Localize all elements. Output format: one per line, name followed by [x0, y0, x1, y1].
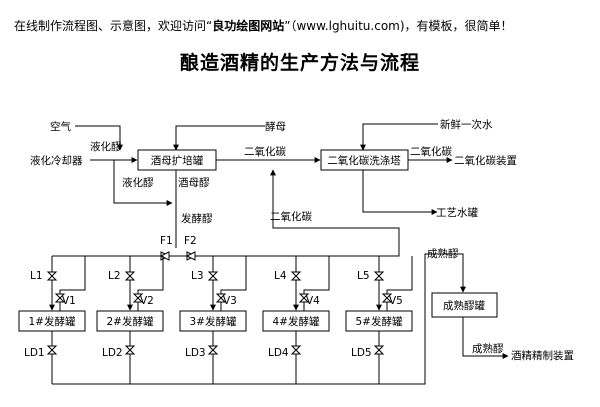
label-liquefied-mash-1: 液化醪 — [90, 140, 122, 153]
co2-tower-box — [320, 149, 409, 171]
discharge-header — [52, 253, 466, 385]
flow-fresh-water-line — [360, 123, 438, 151]
label-v1: V1 — [62, 295, 76, 307]
banner-site-name[interactable]: 良功绘图网站 — [212, 19, 285, 33]
label-co2-device: 二氧化碳装置 — [454, 154, 517, 167]
valve-f1[interactable] — [159, 251, 171, 261]
label-v5: V5 — [389, 295, 403, 307]
flow-liquefied-mash-branch — [113, 160, 173, 206]
label-fermenting-mash: 发酵醪 — [181, 212, 213, 225]
label-l2: L2 — [108, 270, 121, 282]
yeast-tank-box — [137, 149, 217, 171]
flow-air-line — [75, 125, 123, 151]
label-process-water-tank: 工艺水罐 — [436, 206, 478, 219]
valve-f2[interactable] — [185, 251, 197, 261]
label-liquefied-mash-2: 液化醪 — [122, 176, 154, 189]
valve-ld3[interactable] — [207, 345, 219, 355]
label-fresh-water: 新鲜一次水 — [440, 118, 493, 131]
flow-yeast-line — [173, 125, 265, 151]
valve-l1[interactable] — [46, 271, 58, 281]
label-mature-mash-out: 成熟醪 — [472, 342, 504, 355]
banner-prefix: 在线制作流程图、示意图，欢迎访问“ — [14, 19, 213, 33]
valve-ld2[interactable] — [124, 345, 136, 355]
label-co2-mid: 二氧化碳 — [270, 210, 312, 223]
valve-v3[interactable] — [215, 293, 227, 303]
flow-refining-line — [462, 316, 509, 359]
label-mature-mash-top: 成熟醪 — [427, 247, 459, 260]
label-v2: V2 — [140, 295, 154, 307]
valve-v2[interactable] — [132, 293, 144, 303]
banner-suffix: ”（www.lghuitu.com)，有模板，很简单！ — [284, 19, 513, 33]
label-ld2: LD2 — [102, 347, 123, 359]
label-v4: V4 — [306, 295, 320, 307]
valve-ld1[interactable] — [46, 345, 58, 355]
valve-ld5[interactable] — [373, 345, 385, 355]
valve-v1[interactable] — [54, 293, 66, 303]
yeast-tank-label: 酒母扩培罐 — [151, 154, 204, 167]
valve-l5[interactable] — [373, 271, 385, 281]
label-l3: L3 — [191, 270, 204, 282]
co2-tower-label: 二氧化碳洗涤塔 — [327, 154, 401, 167]
mature-tank-box — [431, 292, 498, 318]
label-yeast: 酵母 — [265, 121, 286, 133]
valve-l4[interactable] — [290, 271, 302, 281]
fermenter-label-2: 2#发酵罐 — [107, 315, 154, 328]
label-ld1: LD1 — [24, 347, 45, 359]
label-yeast-mash: 酒母醪 — [178, 176, 210, 189]
label-ld5: LD5 — [351, 347, 372, 359]
label-v3: V3 — [223, 295, 237, 307]
promo-banner: 在线制作流程图、示意图，欢迎访问“良功绘图网站”（www.lghuitu.com… — [14, 17, 513, 34]
valve-ld4[interactable] — [290, 345, 302, 355]
fermenter-label-5: 5#发酵罐 — [356, 315, 403, 328]
label-l5: L5 — [357, 270, 370, 282]
label-co2-out: 二氧化碳 — [410, 145, 452, 158]
label-l1: L1 — [30, 270, 43, 282]
label-co2-top: 二氧化碳 — [244, 145, 286, 158]
valve-l2[interactable] — [124, 271, 136, 281]
valve-v4[interactable] — [298, 293, 310, 303]
flow-co2-collection-line — [270, 169, 400, 257]
mature-tank-label: 成熟醪罐 — [443, 299, 485, 312]
flow-process-water-line — [362, 170, 438, 215]
fermenter-label-1: 1#发酵罐 — [29, 315, 76, 328]
label-f1: F1 — [160, 235, 173, 247]
label-l4: L4 — [274, 270, 287, 282]
label-air: 空气 — [50, 120, 71, 133]
label-refining-device: 酒精精制装置 — [511, 349, 574, 362]
valve-l3[interactable] — [207, 271, 219, 281]
label-ld4: LD4 — [268, 347, 289, 359]
diagram-title: 酿造酒精的生产方法与流程 — [179, 52, 420, 74]
label-ld3: LD3 — [185, 347, 206, 359]
valve-v5[interactable] — [381, 293, 393, 303]
fermenter-label-4: 4#发酵罐 — [273, 315, 320, 328]
label-liquefaction-cooler: 液化冷却器 — [30, 154, 83, 167]
label-f2: F2 — [184, 235, 197, 247]
fermenter-label-3: 3#发酵罐 — [190, 315, 237, 328]
